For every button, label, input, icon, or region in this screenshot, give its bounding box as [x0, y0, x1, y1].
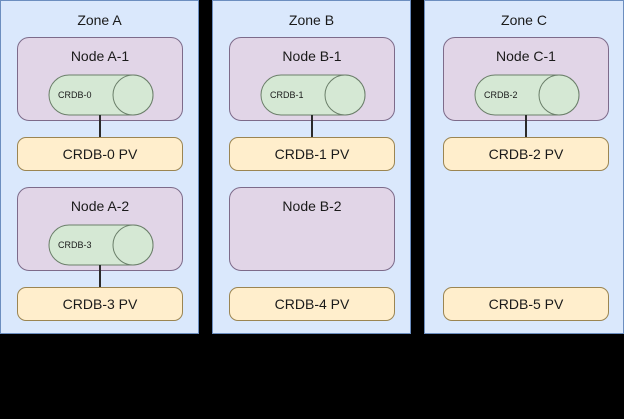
node-a-2-title: Node A-2	[70, 198, 130, 214]
connector-node-c-1-to-crdb-2-pv	[525, 115, 527, 137]
pv-crdb-0[interactable]: CRDB-0 PV	[17, 137, 183, 171]
database-crdb-3[interactable]: CRDB-3	[48, 224, 154, 266]
database-crdb-1[interactable]: CRDB-1	[260, 74, 366, 116]
connector-node-a-2-to-crdb-3-pv	[99, 265, 101, 287]
node-b-1-title: Node B-1	[282, 48, 342, 64]
node-a-1[interactable]: Node A-1 CRDB-0	[17, 37, 183, 121]
zone-b-title: Zone B	[288, 12, 335, 28]
cylinder-shape-icon	[48, 224, 154, 266]
database-crdb-3-label: CRDB-3	[58, 240, 92, 250]
pv-crdb-1[interactable]: CRDB-1 PV	[229, 137, 395, 171]
cylinder-shape-icon	[48, 74, 154, 116]
zone-c-title: Zone C	[501, 12, 547, 28]
node-a-1-title: Node A-1	[70, 48, 130, 64]
node-a-2[interactable]: Node A-2 CRDB-3	[17, 187, 183, 271]
node-b-1[interactable]: Node B-1 CRDB-1	[229, 37, 395, 121]
cylinder-shape-icon	[260, 74, 366, 116]
database-crdb-0-label: CRDB-0	[58, 90, 92, 100]
database-crdb-2-label: CRDB-2	[484, 90, 518, 100]
pv-crdb-4[interactable]: CRDB-4 PV	[229, 287, 395, 321]
node-b-2[interactable]: Node B-2	[229, 187, 395, 271]
pv-crdb-3[interactable]: CRDB-3 PV	[17, 287, 183, 321]
pv-crdb-5[interactable]: CRDB-5 PV	[443, 287, 609, 321]
node-b-2-title: Node B-2	[282, 198, 342, 214]
connector-node-a-1-to-crdb-0-pv	[99, 115, 101, 137]
zone-c[interactable]: Zone C Node C-1 CRDB-2 CRDB-2 PV CRDB-5 …	[424, 0, 624, 334]
connector-node-b-1-to-crdb-1-pv	[311, 115, 313, 137]
zone-a-title: Zone A	[77, 12, 122, 28]
node-c-1[interactable]: Node C-1 CRDB-2	[443, 37, 609, 121]
database-crdb-1-label: CRDB-1	[270, 90, 304, 100]
node-c-1-title: Node C-1	[496, 48, 556, 64]
database-crdb-2[interactable]: CRDB-2	[474, 74, 580, 116]
pv-crdb-2[interactable]: CRDB-2 PV	[443, 137, 609, 171]
cylinder-shape-icon	[474, 74, 580, 116]
database-crdb-0[interactable]: CRDB-0	[48, 74, 154, 116]
zone-a[interactable]: Zone A Node A-1 CRDB-0 CRDB-0 PV Node A-…	[0, 0, 199, 334]
zone-b[interactable]: Zone B Node B-1 CRDB-1 CRDB-1 PV Node B-…	[212, 0, 411, 334]
